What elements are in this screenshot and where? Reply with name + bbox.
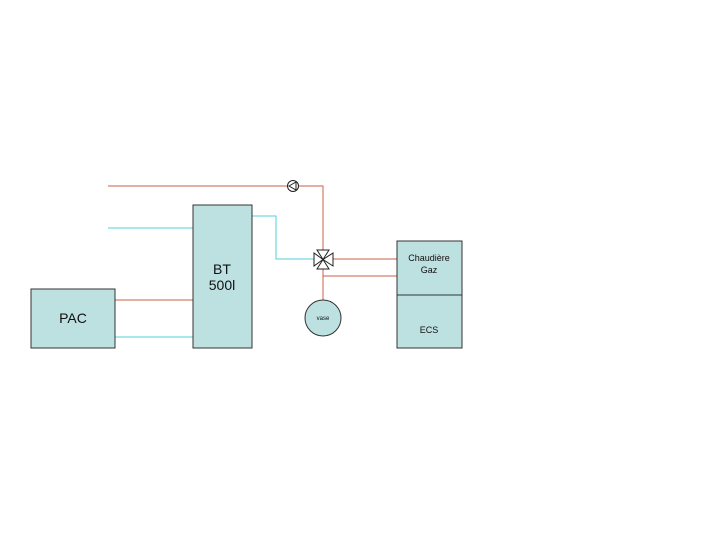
boiler-label-line2: Gaz (421, 265, 438, 275)
pac-label: PAC (59, 310, 87, 326)
three-way-valve-icon (313, 249, 334, 270)
expansion-vessel-label: vase (317, 316, 330, 322)
hot-supply-line (108, 185, 324, 252)
buffer-tank-label-line2: 500l (209, 277, 235, 293)
dhw-tank: ECS (396, 294, 463, 349)
bt-to-valve-line (252, 215, 314, 260)
pac-unit: PAC (30, 288, 116, 349)
pump-icon (287, 180, 299, 192)
buffer-tank: BT 500l (192, 204, 253, 349)
dhw-label: ECS (420, 325, 439, 335)
buffer-tank-label-line1: BT (213, 261, 231, 277)
expansion-vessel: vase (304, 299, 342, 337)
boiler-unit: Chaudière Gaz (396, 240, 463, 296)
boiler-label-line1: Chaudière (408, 253, 450, 263)
